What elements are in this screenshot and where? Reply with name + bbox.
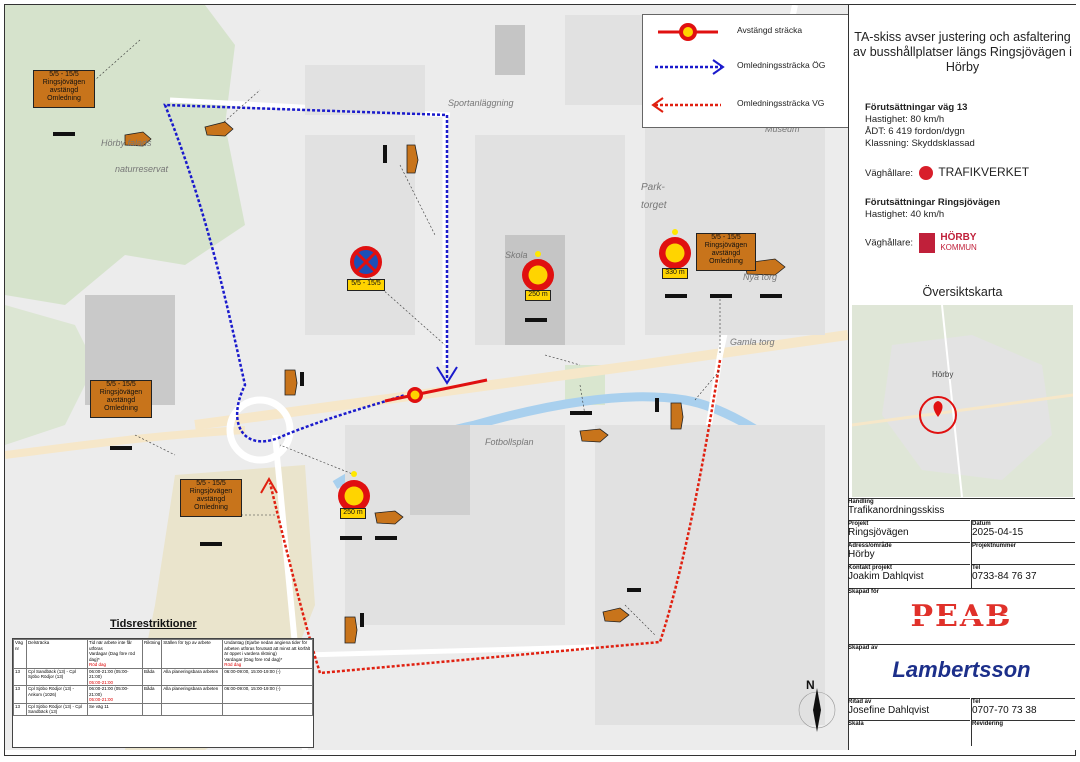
overview-town-label: Hörby bbox=[932, 370, 954, 379]
label-school: Skola bbox=[505, 250, 528, 260]
closure-signs bbox=[338, 229, 691, 512]
scale-cell: Skala bbox=[848, 720, 970, 747]
label-sport: Sportanläggning bbox=[448, 98, 514, 108]
no-stop-plate: 5/5 - 15/5 bbox=[347, 279, 385, 291]
sketch-title: TA-skiss avser justering och asfaltering… bbox=[853, 30, 1072, 74]
sign-bases bbox=[53, 132, 782, 627]
ringsjovagen-conditions: Förutsättningar Ringsjövägen Hastighet: … bbox=[865, 197, 1001, 220]
map-legend: Avstängd sträcka Omledningssträcka ÖG Om… bbox=[642, 14, 848, 128]
label-gamla-torg: Gamla torg bbox=[730, 337, 775, 347]
label-park: Park- bbox=[641, 182, 665, 193]
peab-logo: PEAB bbox=[910, 599, 1013, 634]
label-reserve: Hörby falads bbox=[101, 138, 152, 148]
legend-closed-symbol bbox=[658, 23, 718, 41]
time-restrictions-title: Tidsrestriktioner bbox=[110, 618, 197, 630]
revision-cell: Revidering bbox=[972, 720, 1075, 747]
legend-closed: Avstängd sträcka bbox=[643, 20, 848, 44]
legend-og-symbol bbox=[655, 59, 725, 75]
table-header-row: Väg nr Delsträcka Tid när arbete inte få… bbox=[13, 639, 313, 669]
created-for-cell: Skapad för PEAB bbox=[848, 588, 1075, 645]
detour-og-arrow bbox=[436, 366, 458, 385]
closed-section-line bbox=[384, 378, 488, 403]
label-park-2: torget bbox=[641, 200, 667, 211]
side-panel: TA-skiss avser justering och asfaltering… bbox=[848, 5, 1076, 750]
north-arrow bbox=[798, 688, 836, 732]
map-canvas[interactable]: Hörby falads naturreservat Sportanläggni… bbox=[5, 5, 848, 750]
detour-vg-line bbox=[268, 359, 722, 675]
no-stopping-sign bbox=[350, 246, 382, 278]
north-label: N bbox=[806, 678, 815, 692]
road-west bbox=[5, 426, 246, 459]
forest-area bbox=[5, 5, 245, 305]
main-road bbox=[194, 330, 848, 430]
green-area bbox=[5, 305, 95, 445]
roundabout bbox=[226, 396, 294, 464]
closed-symbol-inner bbox=[410, 390, 420, 400]
distance-plate: 250 m bbox=[340, 508, 366, 519]
label-nya-torg: Nya torg bbox=[743, 272, 778, 282]
overview-map[interactable]: Hörby bbox=[852, 305, 1073, 497]
trafikverket-logo-icon bbox=[918, 166, 933, 181]
horby-crest-icon bbox=[918, 233, 935, 253]
legend-detour-vg: Omledningssträcka VG bbox=[643, 93, 848, 117]
grid-divider bbox=[971, 698, 972, 746]
overview-title: Översiktskarta bbox=[922, 285, 1003, 299]
overview-svg bbox=[852, 305, 1073, 497]
road13-conditions: Förutsättningar väg 13 Hastighet: 80 km/… bbox=[865, 102, 975, 149]
label-football: Fotbollsplan bbox=[485, 437, 534, 447]
legend-vg-symbol bbox=[651, 97, 721, 113]
project-number-cell: Projektnummer bbox=[972, 542, 1075, 565]
distance-plate: 330 m bbox=[662, 268, 688, 279]
horby-owner: Väghållare: HÖRBY KOMMUN bbox=[865, 232, 977, 253]
label-museum: Museum bbox=[765, 124, 800, 134]
legend-detour-og: Omledningssträcka ÖG bbox=[643, 55, 848, 79]
label-reserve-2: naturreservat bbox=[115, 164, 169, 174]
trafikverket-owner: Väghållare: TRAFIKVERKET bbox=[865, 165, 1030, 181]
time-restrictions-table: Väg nr Delsträcka Tid när arbete inte få… bbox=[12, 638, 314, 748]
grid-divider bbox=[971, 520, 972, 588]
detour-vg-arrow bbox=[260, 476, 278, 494]
lambertsson-logo: Lambertsson bbox=[892, 657, 1031, 682]
distance-plate: 250 m bbox=[525, 290, 551, 301]
detour-og-line bbox=[163, 103, 449, 443]
created-by-cell: Skapad av Lambertsson bbox=[848, 644, 1075, 699]
